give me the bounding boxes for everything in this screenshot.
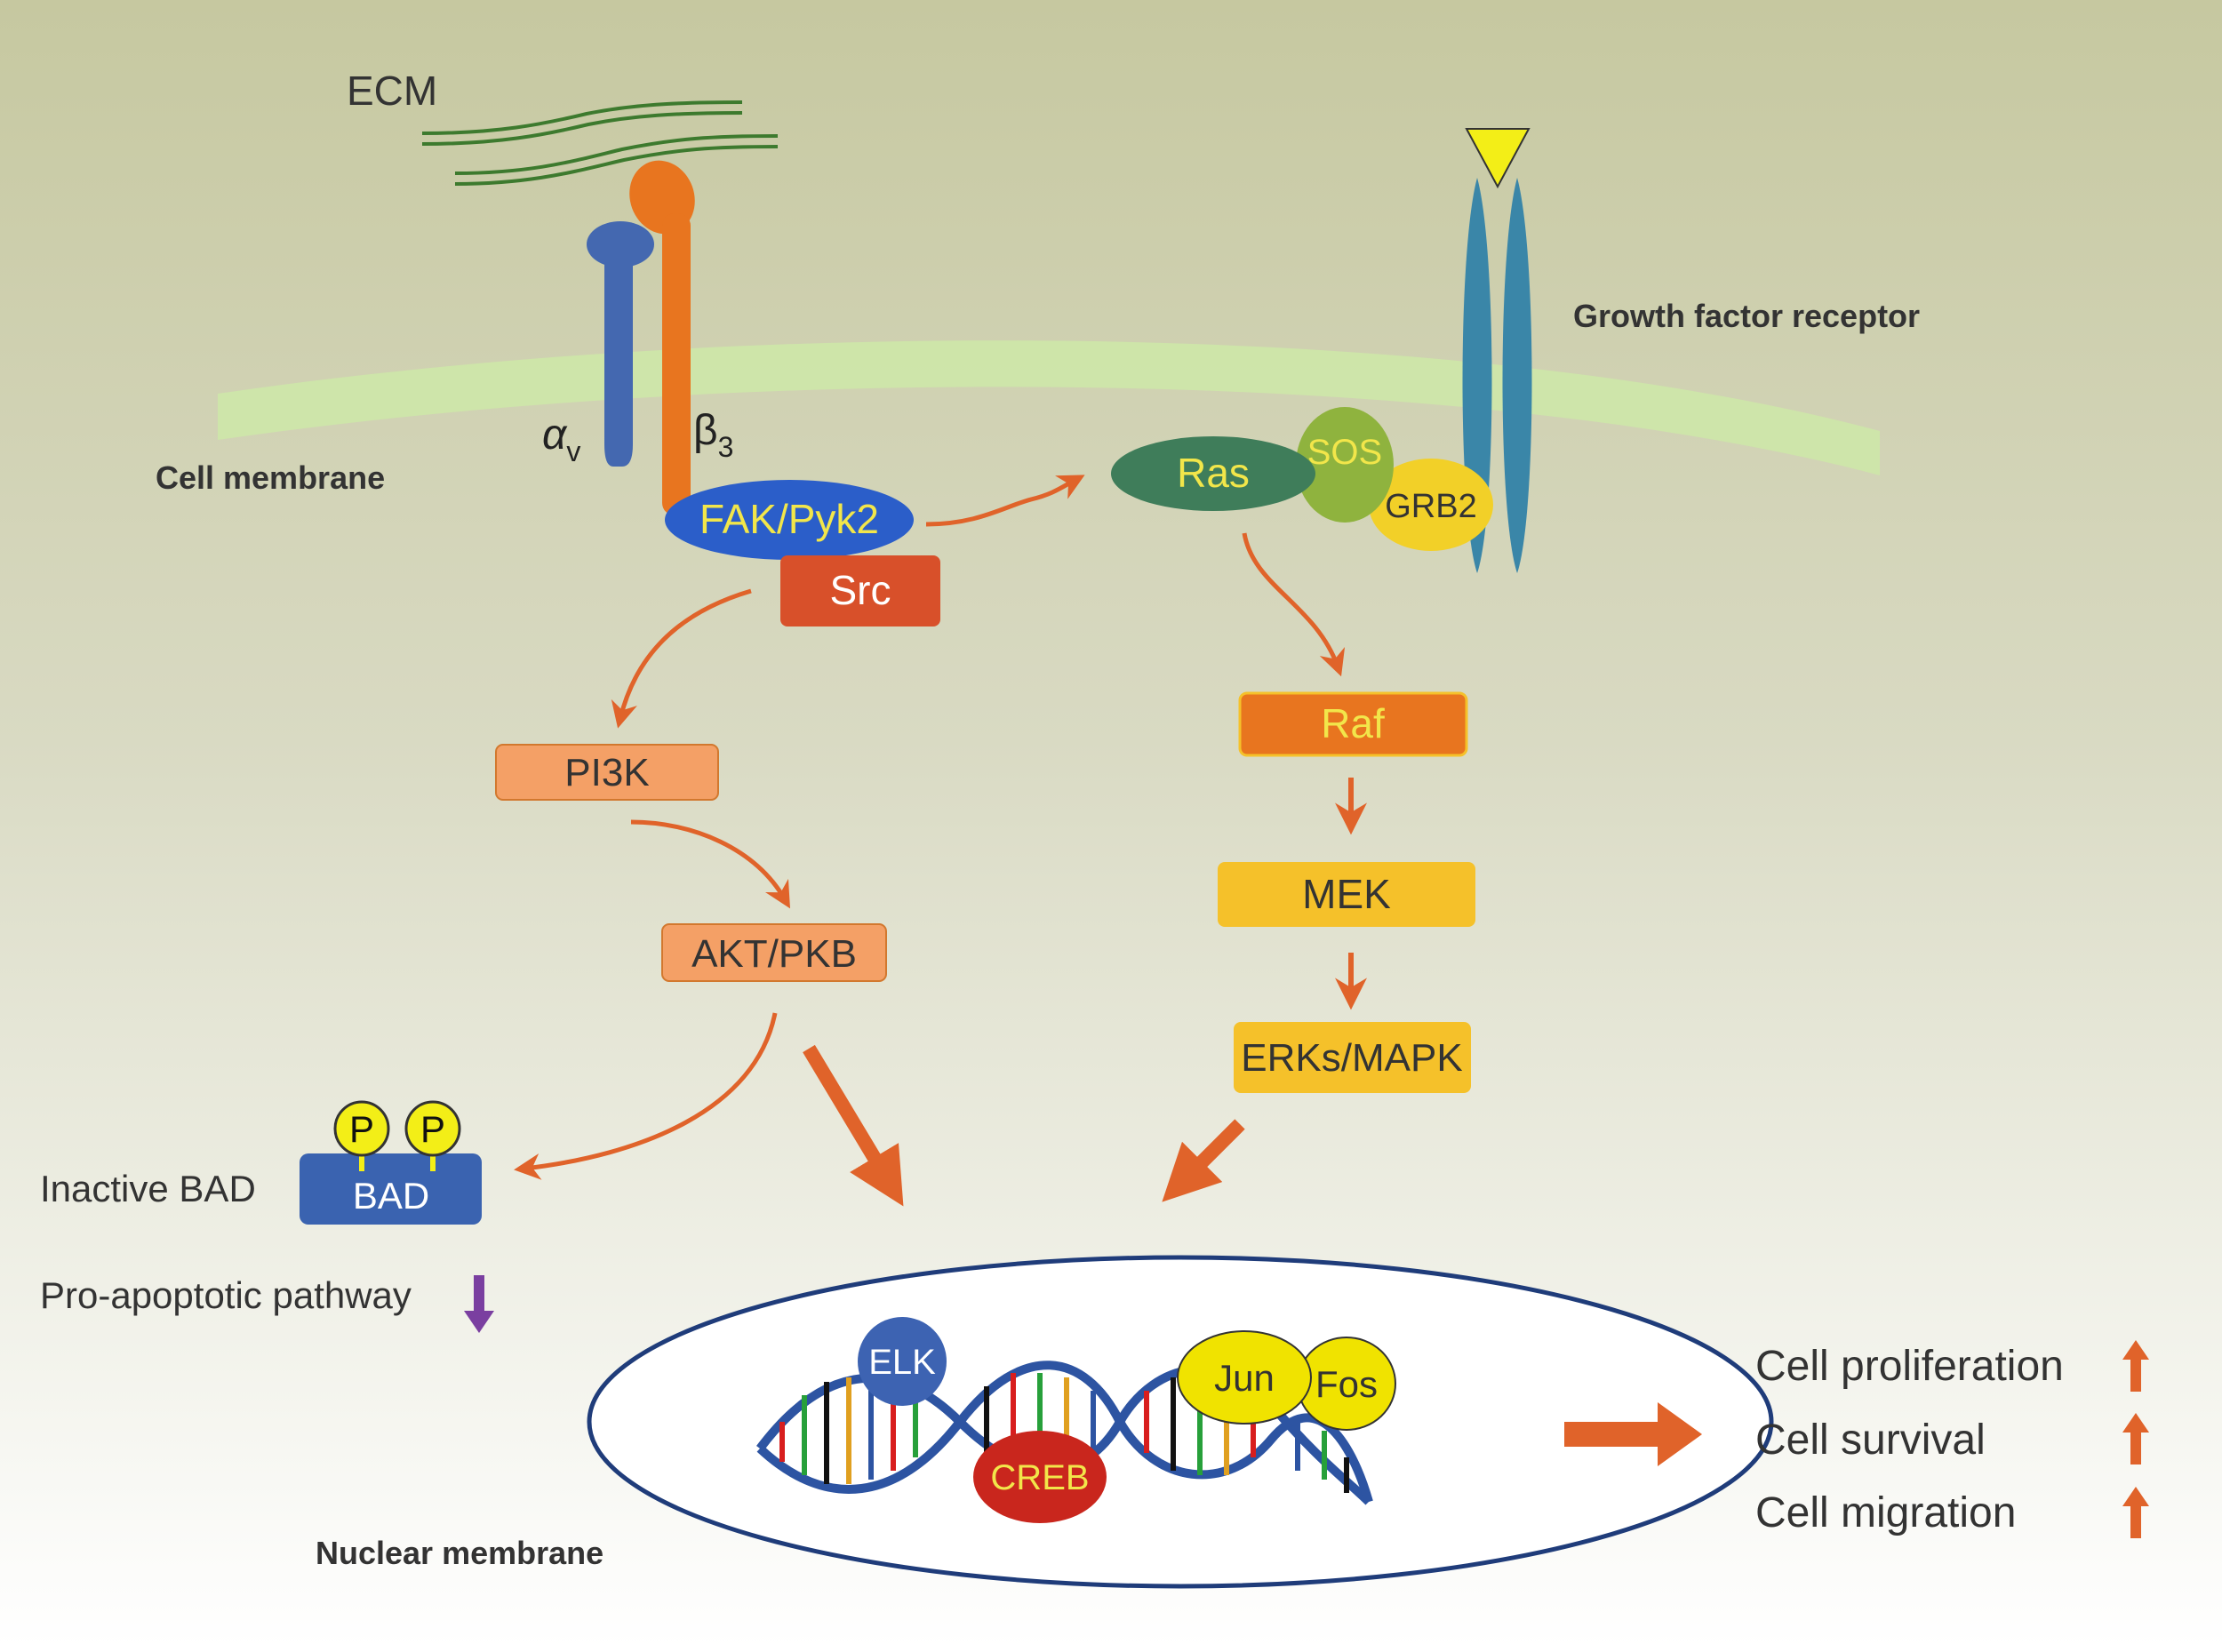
mek-label: MEK xyxy=(1302,871,1391,917)
alpha-v-label: αv xyxy=(542,411,580,467)
outcomes-list: Cell proliferation Cell survival Cell mi… xyxy=(1755,1340,2149,1538)
beta-3-label: β3 xyxy=(693,407,733,463)
creb-node: CREB xyxy=(973,1431,1107,1523)
bad-label: BAD xyxy=(353,1175,429,1217)
up-arrow-survival xyxy=(2122,1413,2149,1464)
src-label: Src xyxy=(830,567,891,613)
elk-node: ELK xyxy=(858,1317,947,1406)
integrin-alpha-v xyxy=(587,221,654,467)
creb-label: CREB xyxy=(990,1458,1089,1497)
pi3k-node: PI3K xyxy=(495,744,719,801)
ecm-label: ECM xyxy=(347,68,437,114)
erks-mapk-label: ERKs/MAPK xyxy=(1241,1036,1462,1080)
arrow-pi3k-to-akt xyxy=(630,819,791,909)
nuclear-arrows xyxy=(803,1044,1245,1207)
jun-label: Jun xyxy=(1214,1357,1275,1399)
raf-node: Raf xyxy=(1238,691,1468,757)
cell-membrane-label: Cell membrane xyxy=(156,459,385,496)
pro-apoptotic-down-arrow xyxy=(464,1275,494,1333)
fos-label: Fos xyxy=(1315,1363,1378,1405)
phospho-label-2: P xyxy=(420,1108,445,1150)
erks-mapk-node: ERKs/MAPK xyxy=(1234,1022,1471,1093)
phospho-group-2 xyxy=(404,1100,461,1157)
sos-label: SOS xyxy=(1307,433,1382,472)
arrow-erk-to-nucleus xyxy=(1162,1119,1245,1202)
src-node: Src xyxy=(780,555,940,626)
ecm-fibres xyxy=(421,100,779,186)
pi3k-label: PI3K xyxy=(564,751,649,794)
fak-pyk2-node: FAK/Pyk2 xyxy=(665,480,914,560)
fak-pyk2-label: FAK/Pyk2 xyxy=(699,496,879,542)
raf-label: Raf xyxy=(1321,700,1385,746)
output-arrow xyxy=(1564,1402,1702,1466)
arrow-src-to-pi3k xyxy=(611,588,752,729)
outcome-migration-label: Cell migration xyxy=(1755,1489,2016,1536)
arrow-akt-to-bad xyxy=(514,1012,778,1180)
up-arrow-migration xyxy=(2122,1487,2149,1538)
growth-factor-receptor-label: Growth factor receptor xyxy=(1573,298,1920,334)
mek-node: MEK xyxy=(1218,862,1475,927)
up-arrow-proliferation xyxy=(2122,1340,2149,1392)
akt-pkb-label: AKT/PKB xyxy=(691,932,857,976)
grb2-label: GRB2 xyxy=(1385,488,1476,525)
pro-apoptotic-label: Pro-apoptotic pathway xyxy=(40,1274,412,1316)
grb2-node: GRB2 xyxy=(1369,459,1493,551)
arrow-fak-to-ras xyxy=(925,475,1085,527)
nuclear-membrane-label: Nuclear membrane xyxy=(316,1535,603,1571)
sos-node: SOS xyxy=(1296,407,1394,523)
akt-pkb-node: AKT/PKB xyxy=(661,923,887,982)
jun-node: Jun xyxy=(1177,1330,1312,1425)
arrow-akt-to-nucleus xyxy=(803,1044,904,1207)
outcome-survival-label: Cell survival xyxy=(1755,1417,1986,1464)
outcome-proliferation-label: Cell proliferation xyxy=(1755,1343,2064,1390)
ras-label: Ras xyxy=(1177,450,1250,496)
elk-label: ELK xyxy=(868,1343,936,1382)
signal-arrows xyxy=(514,475,1346,1180)
integrin-beta-3 xyxy=(629,160,695,515)
arrow-ras-to-raf xyxy=(1242,532,1346,677)
fos-node: Fos xyxy=(1297,1337,1396,1431)
phospho-label-1: P xyxy=(349,1108,374,1150)
bad-node: BAD P P xyxy=(300,1100,482,1225)
inactive-bad-label: Inactive BAD xyxy=(40,1168,256,1209)
ras-node: Ras xyxy=(1111,436,1315,511)
phospho-group-1 xyxy=(333,1100,390,1157)
